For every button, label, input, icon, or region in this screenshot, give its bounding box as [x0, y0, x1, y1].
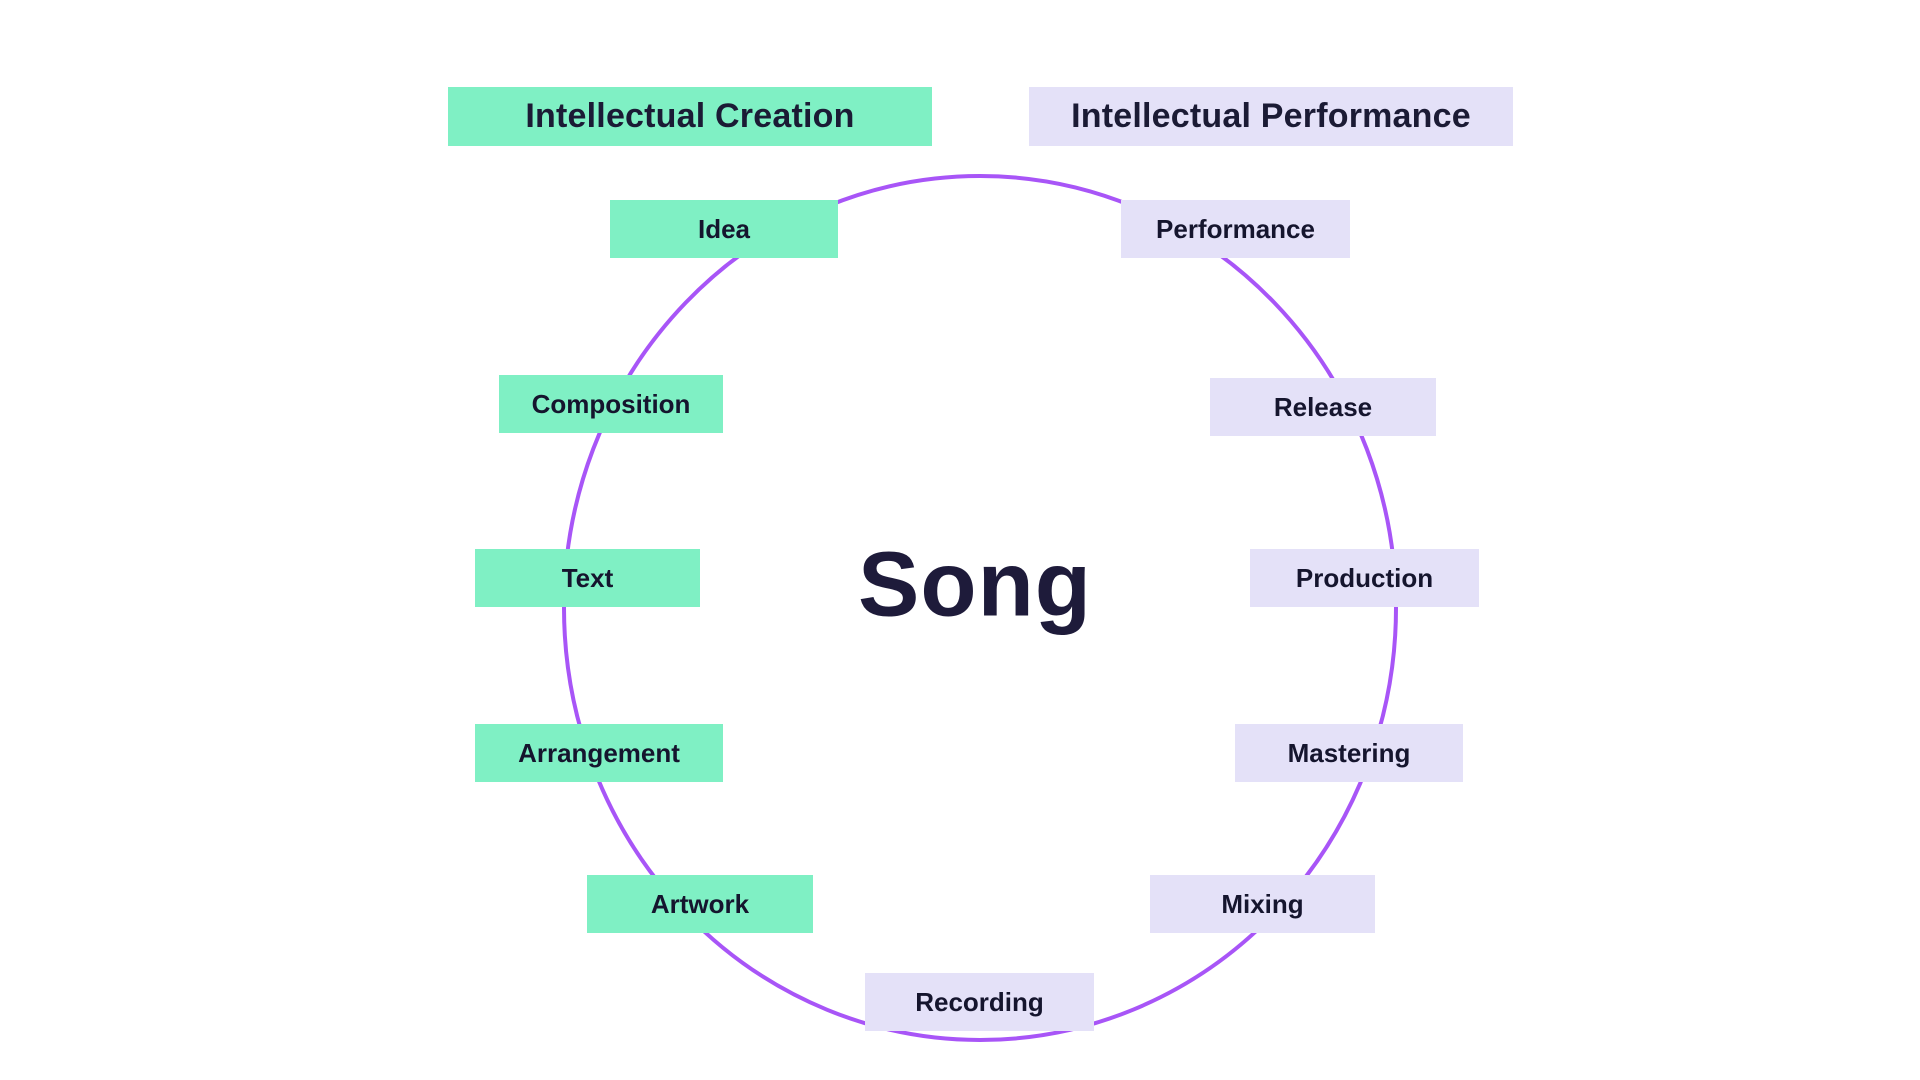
node-idea: Idea: [610, 200, 838, 258]
node-mixing: Mixing: [1150, 875, 1375, 933]
node-text: Text: [475, 549, 700, 607]
song-center-label: Song: [858, 533, 1092, 636]
node-mastering: Mastering: [1235, 724, 1463, 782]
node-recording: Recording: [865, 973, 1094, 1031]
node-artwork: Artwork: [587, 875, 813, 933]
intellectual-performance-header: Intellectual Performance: [1029, 87, 1513, 146]
cycle-circle: [562, 174, 1398, 1042]
node-arrangement: Arrangement: [475, 724, 723, 782]
node-performance: Performance: [1121, 200, 1350, 258]
node-composition: Composition: [499, 375, 723, 433]
node-release: Release: [1210, 378, 1436, 436]
intellectual-creation-header: Intellectual Creation: [448, 87, 932, 146]
node-production: Production: [1250, 549, 1479, 607]
